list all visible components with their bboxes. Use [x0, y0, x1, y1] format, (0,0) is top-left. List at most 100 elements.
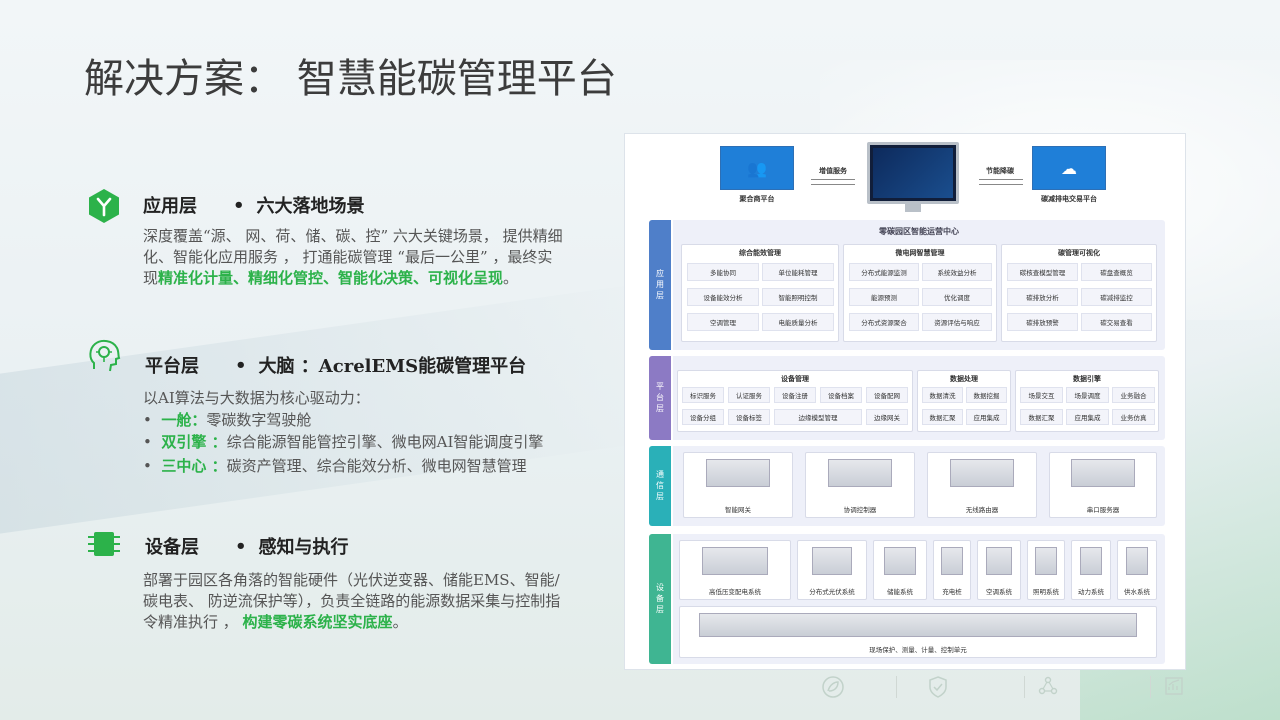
platform-layer-body: 设备管理 标识服务 认证服务 设备注册 设备档案 设备配网 设备分组 设备标签 …: [673, 356, 1165, 440]
list-item: • 双引擎 ：综合能源智能管控引擎、微电网AI智能调度引擎: [143, 433, 544, 451]
device-system: 供水系统: [1117, 540, 1157, 600]
device-layer-heading: 设备层 • 感知与执行: [145, 533, 349, 559]
app-layer-description: 深度覆盖“源、 网、荷、储、碳、控” 六大关键场景， 提供精细化、智能化应用服务…: [143, 226, 563, 289]
app-group: 综合能效管理 多能协同 单位能耗管理 设备能效分析 智能照明控制 空调管理 电能…: [681, 244, 839, 342]
platform-layer-tab: 平台层: [649, 356, 671, 440]
platform-group: 数据引擎 场景交互 场景调度 业务融合 数据汇聚 应用集成 业务仿真: [1015, 370, 1159, 432]
device-text: 部署于园区各角落的智能硬件（光伏逆变器、储能EMS、智能/碳电表、 防逆流保护等…: [143, 571, 561, 631]
platform-cell: 应用集成: [966, 409, 1007, 425]
field-units-row: 现场保护、测量、计量、控制单元: [679, 606, 1157, 658]
app-layer-heading: 应用层 • 六大落地场景: [143, 192, 365, 218]
platform-cell: 设备分组: [682, 409, 724, 425]
device-text-end: 。: [392, 613, 408, 631]
comm-device: 无线路由器: [927, 452, 1037, 518]
device-system: 高低压变配电系统: [679, 540, 791, 600]
platform-layer-name: 平台层: [145, 356, 199, 377]
device-highlight: 构建零碳系统坚实底座: [242, 613, 393, 631]
architecture-diagram: 👥 聚合商平台 增值服务 节能降碳 ☁ 碳减排电交易平台 应用层 零碳园区智能运…: [624, 133, 1186, 670]
platform-cell: 数据汇聚: [922, 409, 963, 425]
carbon-trading-platform-node: ☁ 碳减排电交易平台: [1027, 146, 1111, 204]
app-layer-tab: 应用层: [649, 220, 671, 350]
platform-cell: 认证服务: [728, 387, 770, 403]
energy-saving-arrow-label: 节能降碳: [986, 167, 1014, 175]
app-cell: 设备能效分析: [687, 288, 759, 306]
app-group: 碳管理可视化 碳核查模型管理 碳盘查概览 碳排放分析 碳减排监控 碳排放预警 碳…: [1001, 244, 1157, 342]
footer-divider: [1150, 676, 1151, 698]
page-title: 解决方案： 智慧能碳管理平台: [84, 56, 617, 102]
device-layer-name: 设备层: [145, 537, 199, 558]
platform-cell: 数据挖掘: [966, 387, 1007, 403]
network-icon: [1038, 676, 1058, 700]
y-hexagon-icon: [86, 188, 122, 224]
app-cell: 智能照明控制: [762, 288, 834, 306]
heading-bullet: •: [233, 194, 245, 216]
app-text: 深度覆盖“源、 网、荷、储、碳、控” 六大关键场景， 提供精细化、智能化应用服务…: [143, 227, 563, 287]
app-cell: 单位能耗管理: [762, 263, 834, 281]
chip-icon: [86, 526, 122, 562]
list-item: • 一舱：零碳数字驾驶舱: [143, 411, 312, 429]
app-text-end: 。: [503, 269, 519, 287]
shield-check-icon: [928, 676, 948, 702]
comm-device: 协调控制器: [805, 452, 915, 518]
platform-cell: 设备标签: [728, 409, 770, 425]
platform-intro: 以AI算法与大数据为核心驱动力：: [143, 389, 370, 407]
app-cell: 碳排放分析: [1007, 288, 1078, 306]
platform-cell: 业务融合: [1112, 387, 1155, 403]
platform-cell: 场景调度: [1066, 387, 1109, 403]
app-layer-body: 零碳园区智能运营中心 综合能效管理 多能协同 单位能耗管理 设备能效分析 智能照…: [673, 220, 1165, 350]
app-cell: 碳核查模型管理: [1007, 263, 1078, 281]
dashboard-monitor: [867, 142, 959, 204]
brain-head-icon: [86, 338, 122, 374]
device-layer-body: 高低压变配电系统 分布式光伏系统 储能系统 充电桩 空调系统 照明系统 动力系统…: [673, 534, 1165, 664]
platform-group: 数据处理 数据清洗 数据挖掘 数据汇聚 应用集成: [917, 370, 1011, 432]
app-layer-name: 应用层: [143, 196, 197, 217]
list-item: • 三中心 ：碳资产管理、综合能效分析、微电网智慧管理: [143, 457, 527, 475]
monitor-stand: [905, 204, 921, 212]
device-system: 分布式光伏系统: [797, 540, 867, 600]
app-cell: 资源评估与响应: [922, 313, 992, 331]
chart-icon: [1164, 676, 1184, 700]
app-cell: 空调管理: [687, 313, 759, 331]
app-cell: 电能质量分析: [762, 313, 834, 331]
platform-cell: 设备档案: [820, 387, 862, 403]
app-cell: 碳减排监控: [1081, 288, 1152, 306]
footer-divider: [896, 676, 897, 698]
value-added-arrow-label: 增值服务: [819, 167, 847, 175]
platform-layer-subtitle: 大脑 ：AcrelEMS能碳管理平台: [258, 356, 527, 377]
platform-feature-list: • 一舱：零碳数字驾驶舱 • 双引擎 ：综合能源智能管控引擎、微电网AI智能调度…: [143, 410, 563, 476]
platform-cell: 边缘模型管理: [774, 409, 862, 425]
app-group: 微电网智慧管理 分布式能源监测 系统效益分析 能源预测 优化调度 分布式资源聚合…: [843, 244, 997, 342]
platform-cell: 边缘网关: [866, 409, 908, 425]
people-icon: 👥: [720, 146, 794, 190]
device-system: 动力系统: [1071, 540, 1111, 600]
comm-device: 串口服务器: [1049, 452, 1157, 518]
platform-cell: 数据汇聚: [1020, 409, 1063, 425]
bidirectional-arrow: [979, 179, 1023, 185]
device-layer-subtitle: 感知与执行: [258, 537, 349, 558]
platform-cell: 应用集成: [1066, 409, 1109, 425]
app-cell: 优化调度: [922, 288, 992, 306]
app-layer-subtitle: 六大落地场景: [256, 196, 365, 217]
comm-device: 智能网关: [683, 452, 793, 518]
platform-group: 设备管理 标识服务 认证服务 设备注册 设备档案 设备配网 设备分组 设备标签 …: [677, 370, 913, 432]
platform-cell: 数据清洗: [922, 387, 963, 403]
aggregator-platform-node: 👥 聚合商平台: [715, 146, 799, 204]
heading-bullet: •: [235, 535, 247, 557]
app-highlight: 精准化计量、精细化管控、智能化决策、可视化呈现: [158, 269, 504, 287]
app-cell: 碳排放预警: [1007, 313, 1078, 331]
device-system: 照明系统: [1027, 540, 1065, 600]
leaf-icon: [822, 676, 844, 702]
device-system: 空调系统: [977, 540, 1021, 600]
app-cell: 系统效益分析: [922, 263, 992, 281]
platform-cell: 设备注册: [774, 387, 816, 403]
platform-cell: 业务仿真: [1112, 409, 1155, 425]
platform-cell: 场景交互: [1020, 387, 1063, 403]
device-layer-description: 部署于园区各角落的智能硬件（光伏逆变器、储能EMS、智能/碳电表、 防逆流保护等…: [143, 570, 568, 633]
footer-divider: [1024, 676, 1025, 698]
platform-cell: 标识服务: [682, 387, 724, 403]
bidirectional-arrow: [811, 179, 855, 185]
app-cell: 多能协同: [687, 263, 759, 281]
app-cell: 碳盘查概览: [1081, 263, 1152, 281]
platform-layer-heading: 平台层 • 大脑 ：AcrelEMS能碳管理平台: [145, 352, 526, 378]
device-layer-tab: 设备层: [649, 534, 671, 664]
